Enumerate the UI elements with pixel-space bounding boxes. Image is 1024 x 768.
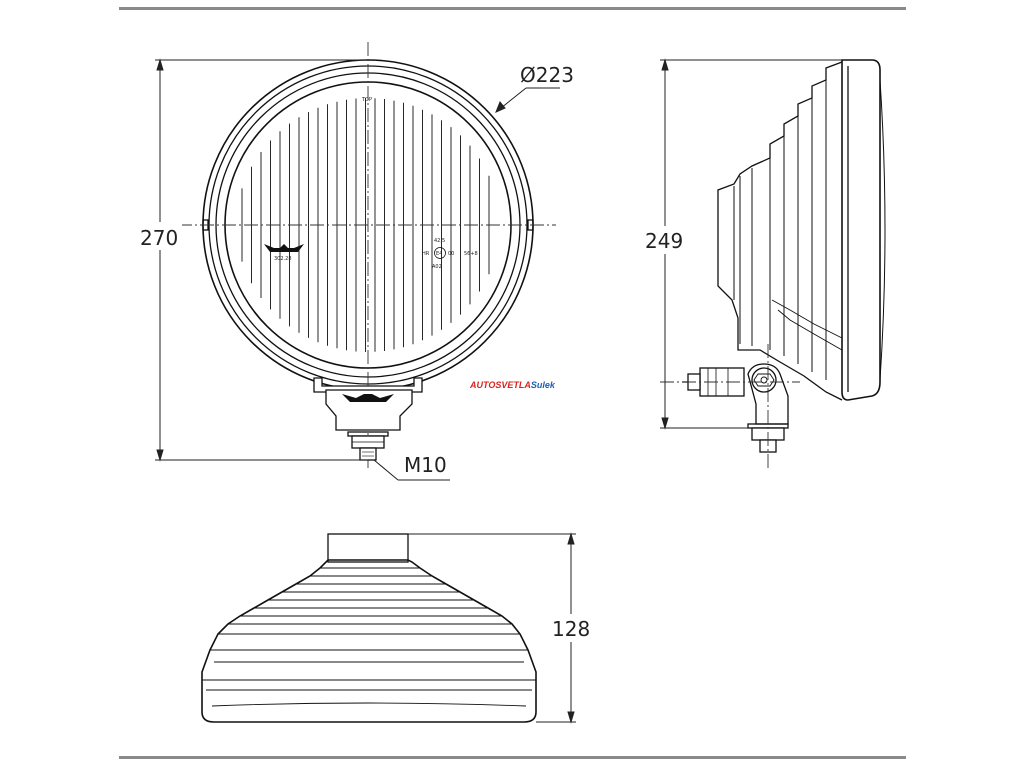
dim-m10-leader	[373, 459, 450, 481]
frame-top-bar	[119, 7, 906, 10]
marking-emark: E4	[436, 251, 442, 257]
marking-code-left: 302.28	[274, 256, 292, 262]
side-pivot-nut	[751, 367, 777, 393]
side-mount-bracket	[682, 363, 789, 453]
side-lens-bulge	[879, 79, 886, 381]
side-housing-outline	[717, 61, 843, 401]
dim-270	[155, 58, 368, 462]
dim-label-128: 128	[552, 617, 590, 641]
lens-markings: TOP 302.28 42,5 HR E4 00 56+8 A02	[264, 97, 478, 270]
marking-hr: HR	[422, 251, 430, 257]
dim-label-diameter: Ø223	[520, 63, 574, 87]
marking-top: TOP	[361, 97, 372, 103]
bolt-thread	[359, 447, 377, 461]
bottom-view	[201, 533, 537, 723]
bottom-housing-outline	[201, 559, 537, 723]
side-view	[682, 59, 886, 453]
marking-a02: A02	[432, 264, 442, 270]
dim-diameter-leader	[495, 87, 560, 113]
watermark-part2: Sulek	[531, 380, 556, 390]
dim-label-m10: M10	[404, 453, 447, 477]
frame-bottom-bar	[119, 756, 906, 759]
bracket-block	[325, 389, 413, 431]
side-housing-steps	[733, 70, 843, 380]
watermark-text: AUTOSVETLASulek	[469, 380, 556, 390]
dim-label-270: 270	[140, 226, 178, 250]
marking-00: 00	[448, 251, 454, 257]
marking-right: 56+8	[464, 251, 478, 257]
emark-circle	[434, 247, 446, 259]
bottom-housing-steps	[202, 567, 536, 707]
side-centerlines	[660, 344, 800, 470]
bottom-mount-stub	[327, 533, 409, 563]
dim-label-249: 249	[645, 229, 683, 253]
marking-value-top: 42,5	[434, 238, 445, 244]
brand-wing-logo-left	[264, 244, 304, 252]
bracket-logo	[342, 394, 394, 402]
side-front-rim	[841, 59, 881, 401]
front-mount-bracket	[313, 377, 423, 461]
watermark-part1: AUTOSVETLA	[469, 380, 531, 390]
